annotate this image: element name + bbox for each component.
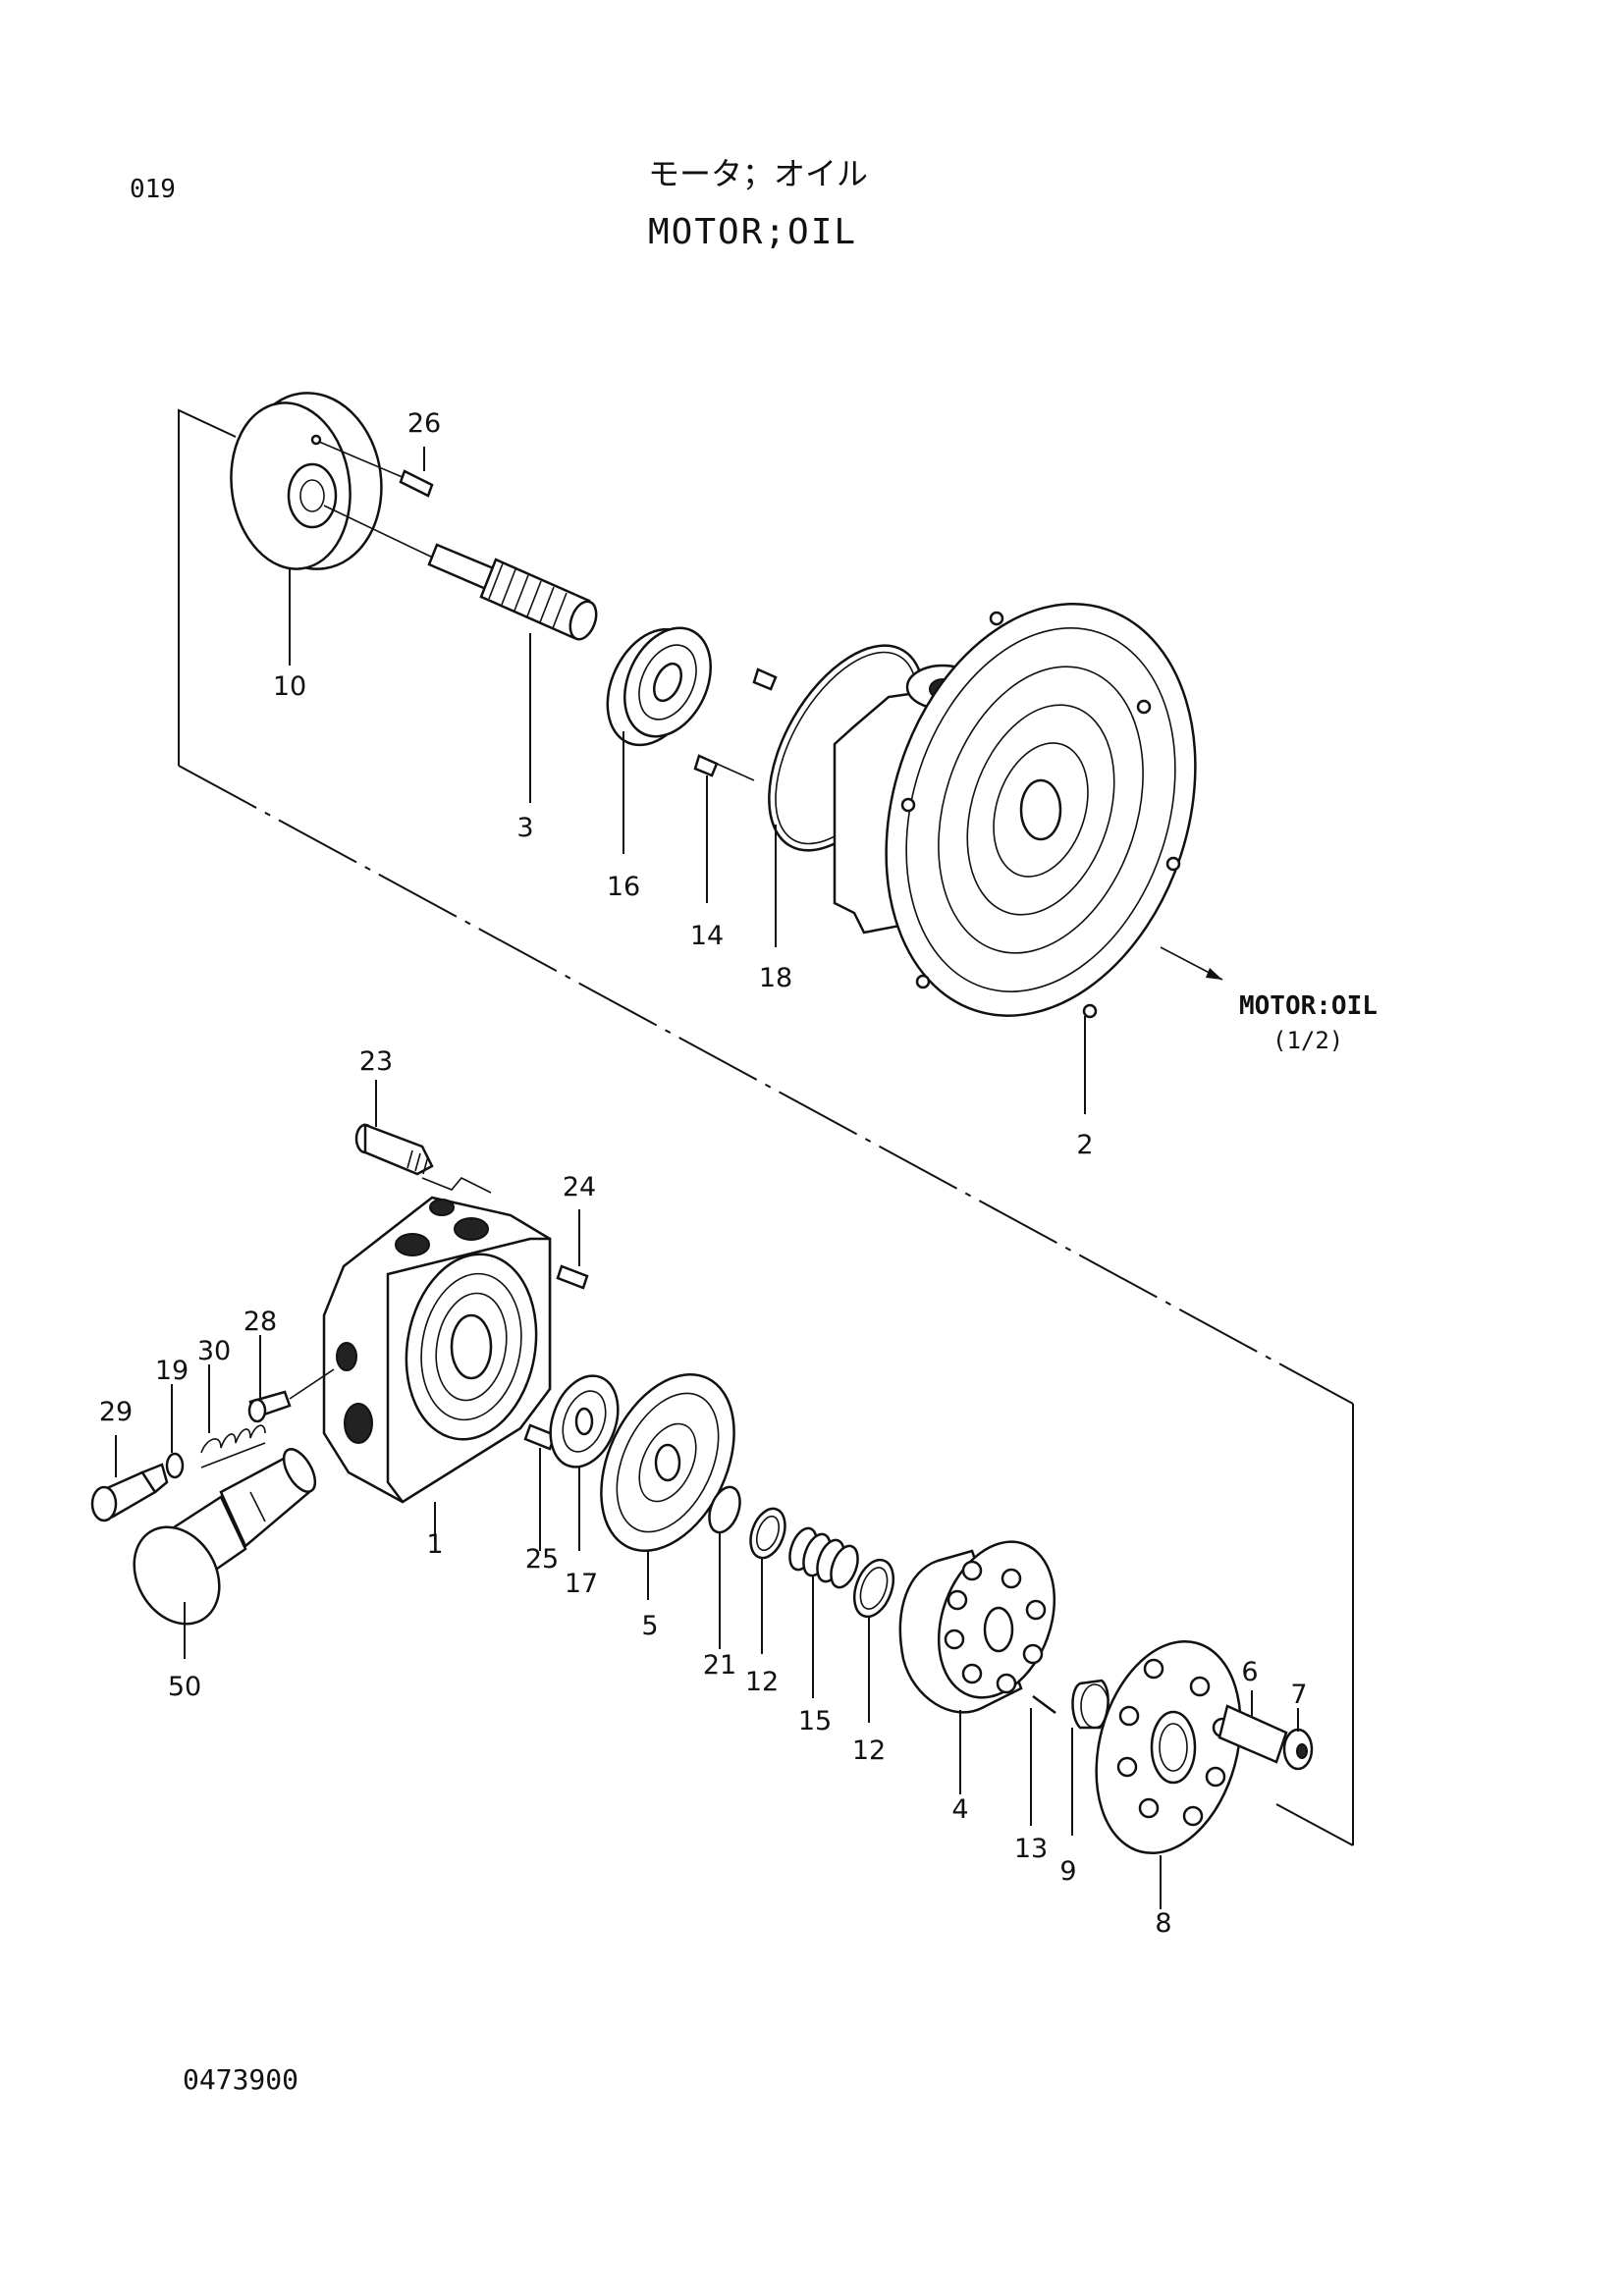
page-title: MOTOR;OIL — [648, 212, 858, 252]
callout-4: 4 — [951, 1794, 968, 1825]
callout-16: 16 — [607, 872, 640, 902]
callout-23: 23 — [359, 1046, 393, 1077]
part-24-pin[interactable] — [556, 1209, 589, 1290]
part-28-plug[interactable] — [247, 1335, 335, 1423]
continuation-reference[interactable]: MOTOR:OIL — [1239, 991, 1378, 1021]
callout-3: 3 — [516, 813, 533, 843]
callout-8: 8 — [1155, 1908, 1171, 1939]
part-17-bearing[interactable] — [539, 1366, 630, 1551]
part-50-relief-valve[interactable] — [117, 1444, 321, 1659]
callout-1: 1 — [426, 1529, 443, 1560]
part-26-pin[interactable] — [318, 441, 434, 498]
part-1-valve-casing[interactable] — [322, 1177, 552, 1541]
diagram-code: 0473900 — [183, 2063, 299, 2096]
callout-9: 9 — [1059, 1856, 1076, 1887]
callout-7: 7 — [1290, 1680, 1307, 1710]
callout-15: 15 — [798, 1706, 832, 1736]
part-19-o-ring[interactable] — [165, 1384, 185, 1479]
part-23-bolt[interactable] — [354, 1080, 434, 1176]
callout-21: 21 — [703, 1650, 736, 1681]
callout-14: 14 — [690, 921, 724, 951]
callout-17: 17 — [565, 1569, 598, 1599]
callout-6: 6 — [1241, 1657, 1258, 1687]
callout-2: 2 — [1076, 1130, 1093, 1160]
callout-labels: 26 10 3 16 14 18 2 23 24 28 30 19 29 1 5… — [99, 408, 1308, 1939]
part-14-plug[interactable] — [693, 667, 778, 903]
part-5-valve-plate[interactable] — [574, 1354, 760, 1600]
part-4-cylinder-block[interactable] — [898, 1525, 1075, 1794]
part-29-plug[interactable] — [90, 1435, 169, 1522]
callout-29: 29 — [99, 1397, 133, 1427]
part-25-pin[interactable] — [523, 1423, 557, 1551]
continuation-page-ref: (1/2) — [1272, 1027, 1344, 1054]
callout-26: 26 — [407, 408, 441, 439]
page-title-japanese: モータ；オイル — [648, 155, 869, 192]
callout-18: 18 — [759, 963, 792, 993]
part-10-coupling-disc[interactable] — [221, 384, 393, 666]
part-3-splined-shaft[interactable] — [323, 505, 601, 803]
part-2-motor-housing[interactable] — [833, 563, 1246, 1114]
part-12-ring[interactable] — [744, 1504, 900, 1723]
part-13-pin[interactable] — [1030, 1694, 1056, 1826]
callout-25: 25 — [525, 1544, 559, 1575]
callout-10: 10 — [273, 671, 306, 702]
callout-30: 30 — [197, 1336, 231, 1366]
part-16-bearing[interactable] — [590, 614, 728, 854]
page-number: 019 — [130, 175, 176, 204]
callout-19: 19 — [155, 1356, 189, 1386]
callout-5: 5 — [641, 1611, 658, 1641]
part-9-retainer[interactable] — [1071, 1679, 1109, 1836]
part-21-snap-ring[interactable] — [704, 1483, 746, 1649]
callout-13: 13 — [1014, 1834, 1048, 1864]
part-15-spring[interactable] — [784, 1524, 863, 1698]
callout-24: 24 — [563, 1172, 596, 1202]
part-8-shoe-plate[interactable] — [1074, 1626, 1263, 1909]
assembly-outline — [178, 408, 1354, 1846]
callout-12-a: 12 — [745, 1667, 779, 1697]
callout-28: 28 — [243, 1307, 277, 1337]
callout-50: 50 — [168, 1672, 201, 1702]
part-6-piston[interactable] — [1217, 1690, 1314, 1771]
part-30-spring[interactable] — [200, 1364, 266, 1468]
callout-12-b: 12 — [852, 1735, 886, 1766]
